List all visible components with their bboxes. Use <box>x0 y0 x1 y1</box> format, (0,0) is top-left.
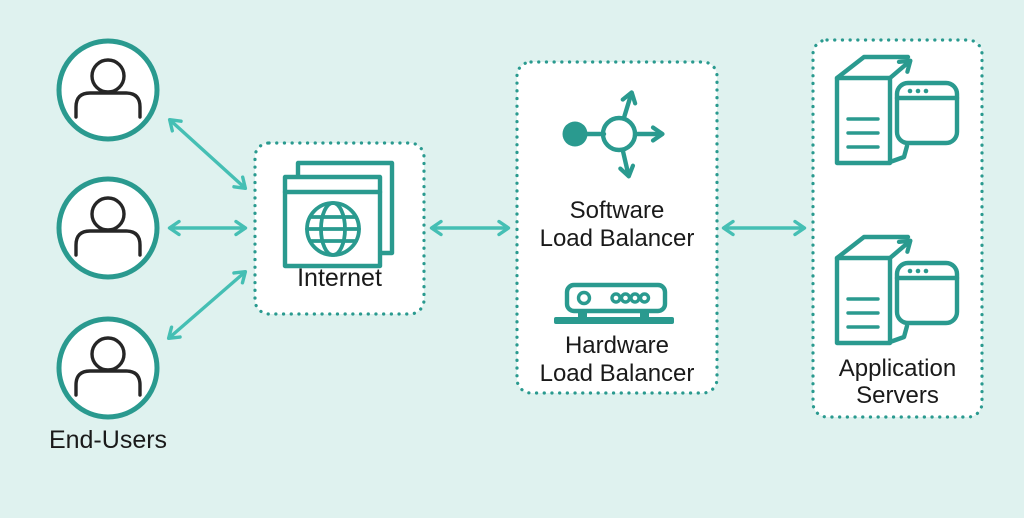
user-icon-3 <box>56 316 160 420</box>
internet-label: Internet <box>297 264 382 292</box>
user-icon-2 <box>56 176 160 280</box>
arrow-user1-internet <box>167 117 248 191</box>
browser-globe-icon <box>282 160 395 269</box>
user-icon-1 <box>56 38 160 142</box>
hardware-load-balancer-label: Hardware Load Balancer <box>539 332 695 387</box>
software-load-balancer-label: Software Load Balancer <box>539 197 695 252</box>
load-distribution-icon <box>562 90 665 179</box>
arrow-user3-internet <box>166 269 248 341</box>
network-appliance-icon <box>554 282 674 324</box>
end-users-label: End-Users <box>48 426 168 454</box>
load-balancer-box <box>515 60 719 395</box>
application-servers-label: Application Servers <box>838 355 957 409</box>
